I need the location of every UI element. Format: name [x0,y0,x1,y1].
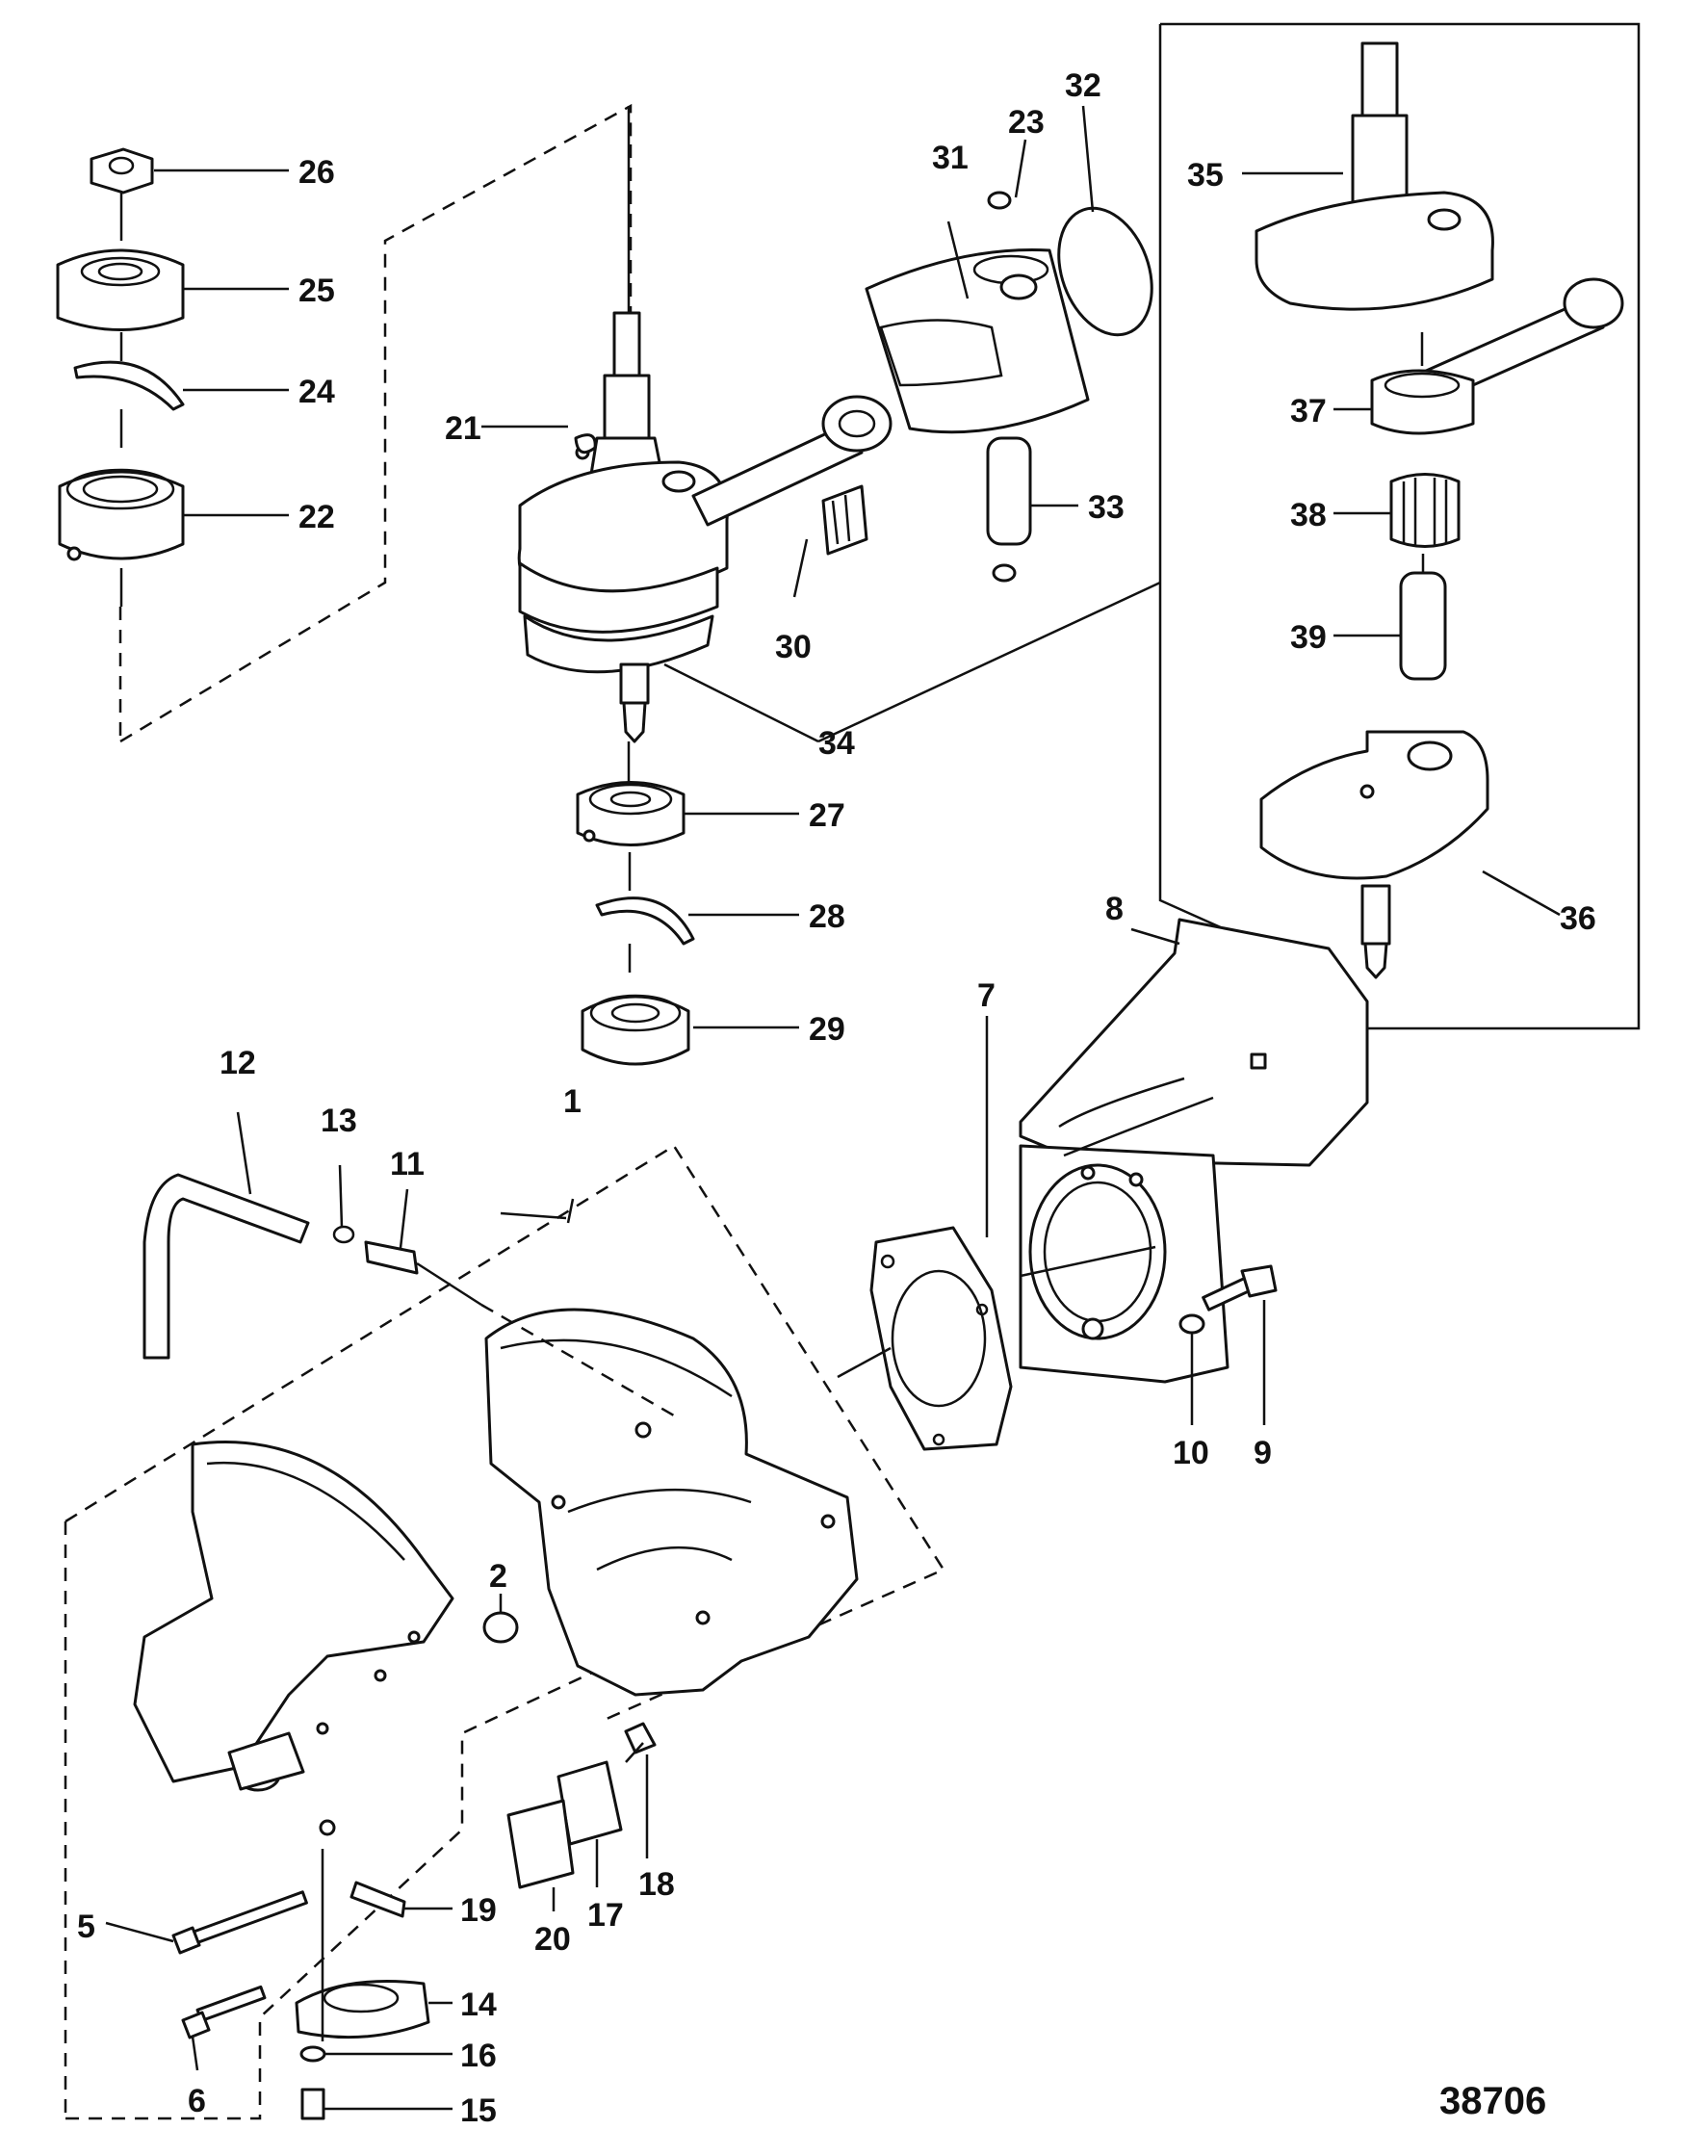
wrist-pin-33 [986,436,1032,546]
dashed-lower-outline [65,1664,608,2120]
callout-12: 12 [220,1045,256,1081]
callout-36: 36 [1560,900,1596,937]
callout-22: 21 [445,410,481,447]
callout-26: 26 [298,154,335,191]
circlip-21-bottom [992,563,1017,583]
crankcase-half-lower [133,1441,454,1836]
bearing-stack-top-left [56,147,185,607]
crankcase-half-upper [484,1308,859,1697]
callout-37: 37 [1290,393,1327,429]
crankpin-39 [1399,571,1447,681]
callout-39: 39 [1290,619,1327,656]
callout-30: 30 [775,629,812,665]
callout-5: 5 [77,1909,95,1945]
piston-31 [865,248,1090,434]
callout-16: 16 [460,2038,497,2074]
reed-valve-18-19 [506,1722,657,1889]
callout-18: 20 [534,1921,571,1958]
woodruff-key-22 [574,433,597,455]
callout-23: 22 [298,499,335,535]
callout-24: 24 [298,374,335,410]
part-17 [349,1881,406,1918]
callout-1: 1 [563,1083,582,1120]
callout-8: 8 [1105,891,1124,927]
callout-21: 23 [1008,104,1045,141]
bearing-cap-14 [295,1980,430,2039]
callout-28: 28 [809,898,845,935]
screw-20 [624,1722,657,1754]
callout-7: 7 [977,977,996,1014]
seal-25 [56,248,185,331]
callout-31: 31 [932,140,969,176]
inset-crank-parts [1255,41,1624,979]
piston-assembly [821,191,1153,583]
needle-bearing-38 [1389,473,1461,548]
bushing-2 [482,1611,519,1644]
callout-15: 15 [460,2092,497,2129]
washer-16 [299,2045,326,2063]
callout-32: 32 [1065,67,1101,104]
bolt-9-and-washer-10 [1178,1264,1278,1335]
retaining-ring-28 [595,896,695,946]
callout-34: 34 [818,725,855,762]
figure-reference-number: 38706 [1439,2080,1546,2122]
callout-2: 2 [489,1558,507,1595]
bolts-5-6 [171,1890,308,2039]
callout-6: 6 [188,2083,206,2119]
callout-labels: 26 25 24 22 21 31 23 32 33 30 34 27 28 2… [77,67,1596,2129]
ball-bearing-23 [58,470,185,560]
lower-bearing-stack [576,781,695,1066]
callout-29: 29 [809,1011,845,1048]
dashed-crankcase-outline [65,1144,945,1721]
callout-10: 10 [1173,1435,1209,1471]
retaining-ring-24 [73,360,185,411]
leader-lines [105,105,1561,2111]
callout-20: 18 [638,1866,675,1903]
callout-13: 13 [321,1103,357,1139]
callout-38: 38 [1290,497,1327,533]
callout-11: 11 [390,1146,425,1182]
callout-19: 17 [587,1897,624,1934]
dashed-bracket-left [119,103,633,743]
crank-half-35 [1255,191,1494,311]
nut-26 [90,147,154,195]
circlip-21-top [987,191,1012,210]
gasket-7 [869,1226,1013,1451]
callout-9: 9 [1254,1435,1272,1471]
callout-14: 14 [460,1987,497,2023]
callout-27: 27 [809,797,845,834]
piston-ring-32 [1057,206,1153,337]
crank-half-36 [1259,730,1489,880]
screw-15 [300,2088,325,2120]
hose-12-clamp-13-fitting-11 [142,1173,419,1360]
callout-33: 33 [1088,489,1125,526]
crankshaft-assembly [517,311,893,743]
drive-shaft-housing-8 [1019,918,1369,1384]
callout-17: 19 [460,1892,497,1929]
callout-35: 35 [1187,157,1224,194]
callout-25: 25 [298,273,335,309]
